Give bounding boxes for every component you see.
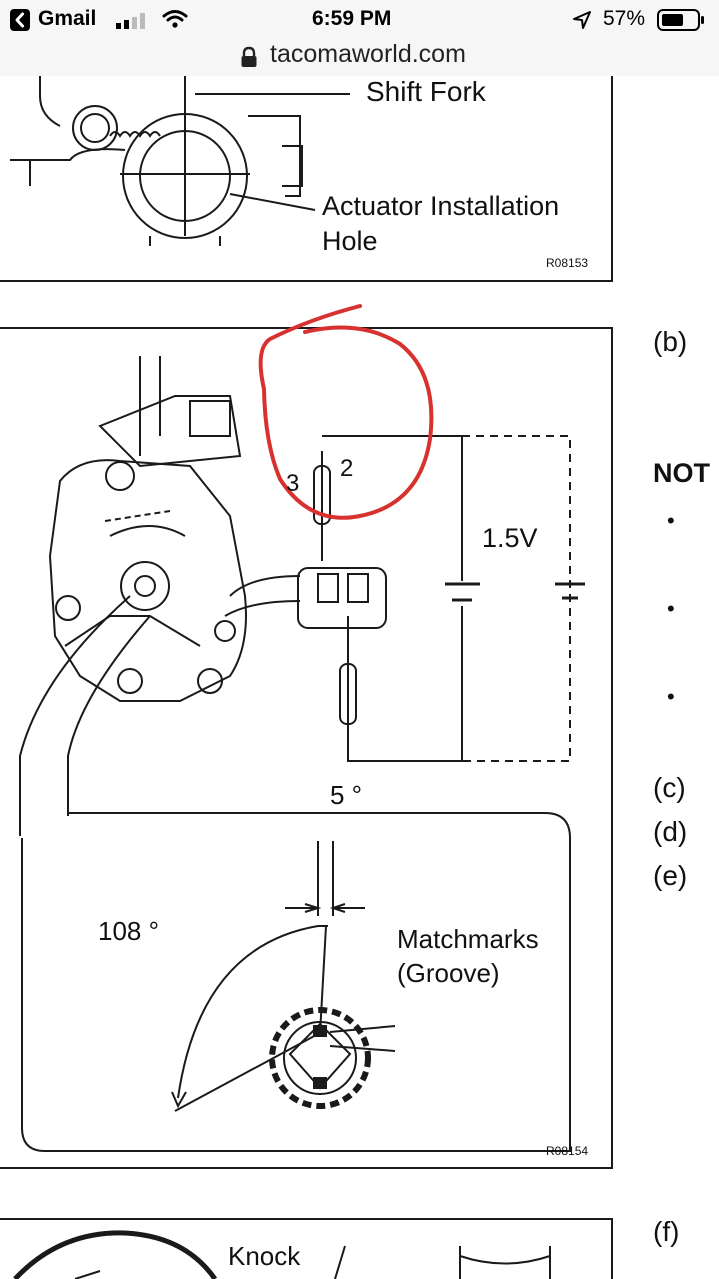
- red-annotation-circle: [258, 304, 434, 520]
- figure-code-top: R08153: [546, 256, 589, 270]
- matchmarks-label-line1: Matchmarks: [397, 924, 539, 954]
- actuator-label-line2: Hole: [322, 226, 378, 256]
- location-arrow-icon: [573, 11, 591, 29]
- note-heading: NOT: [653, 458, 710, 488]
- actuator-label-line1: Actuator Installation: [322, 191, 560, 221]
- back-to-app-icon[interactable]: [10, 9, 30, 31]
- shift-fork-label: Shift Fork: [366, 76, 486, 107]
- figure-code-main: R08154: [546, 1144, 589, 1158]
- angle-108-label: 108 °: [98, 916, 160, 946]
- terminal-2-label: 2: [340, 455, 354, 482]
- lock-icon: [241, 46, 257, 67]
- step-f: (f): [653, 1216, 680, 1247]
- knock-figure: [0, 1218, 613, 1279]
- address-bar[interactable]: tacomaworld.com: [0, 40, 719, 76]
- terminal-3-label: 3: [286, 470, 300, 497]
- actuator-test-diagram: [0, 327, 613, 1169]
- note-bullet-2: •: [667, 596, 675, 621]
- angle-5-label: 5 °: [330, 780, 363, 810]
- note-bullet-1: •: [667, 508, 675, 533]
- shift-fork-figure: [0, 76, 613, 282]
- battery-icon: [657, 9, 704, 31]
- step-c: (c): [653, 772, 686, 803]
- note-bullet-3: •: [667, 684, 675, 709]
- back-app-label[interactable]: Gmail: [38, 7, 97, 30]
- voltage-label: 1.5V: [482, 523, 538, 553]
- clock-time: 6:59 PM: [312, 7, 392, 30]
- cellular-signal-icon: [116, 13, 145, 29]
- status-bar: Gmail 6:59 PM 57%: [0, 0, 719, 40]
- step-d: (d): [653, 816, 688, 847]
- url-domain: tacomaworld.com: [270, 40, 466, 68]
- step-e: (e): [653, 860, 688, 891]
- knock-label: Knock: [228, 1241, 301, 1271]
- manual-page: Shift Fork Actuator Installation Hole R0…: [0, 76, 719, 1279]
- step-b: (b): [653, 326, 688, 357]
- matchmarks-label-line2: (Groove): [397, 958, 500, 988]
- wifi-icon: [162, 10, 188, 28]
- battery-percent: 57%: [603, 7, 646, 30]
